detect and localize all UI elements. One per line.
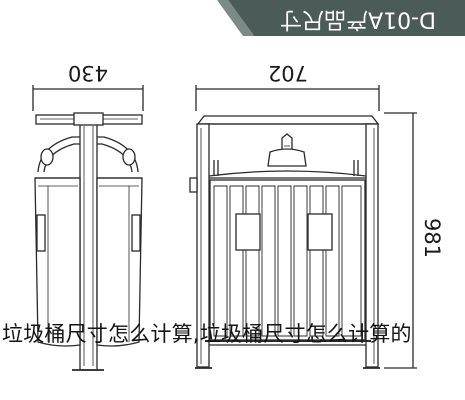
dimension-front-width: 702 bbox=[195, 61, 380, 111]
side-width-label: 430 bbox=[68, 61, 108, 85]
front-width-label: 702 bbox=[268, 61, 308, 85]
bin-slats bbox=[213, 185, 362, 337]
dimension-side-width: 430 bbox=[32, 61, 144, 111]
front-view: 702 bbox=[189, 61, 444, 369]
caption-text: 垃圾桶尺寸怎么计算,垃圾桶尺寸怎么计算的 bbox=[2, 322, 412, 346]
side-view: 430 bbox=[32, 61, 144, 371]
product-code-text: D-01A产品尺寸 bbox=[280, 7, 436, 32]
dimension-height: 981 bbox=[384, 112, 444, 369]
height-label: 981 bbox=[420, 218, 444, 258]
title-banner: D-01A产品尺寸 bbox=[217, 0, 465, 36]
